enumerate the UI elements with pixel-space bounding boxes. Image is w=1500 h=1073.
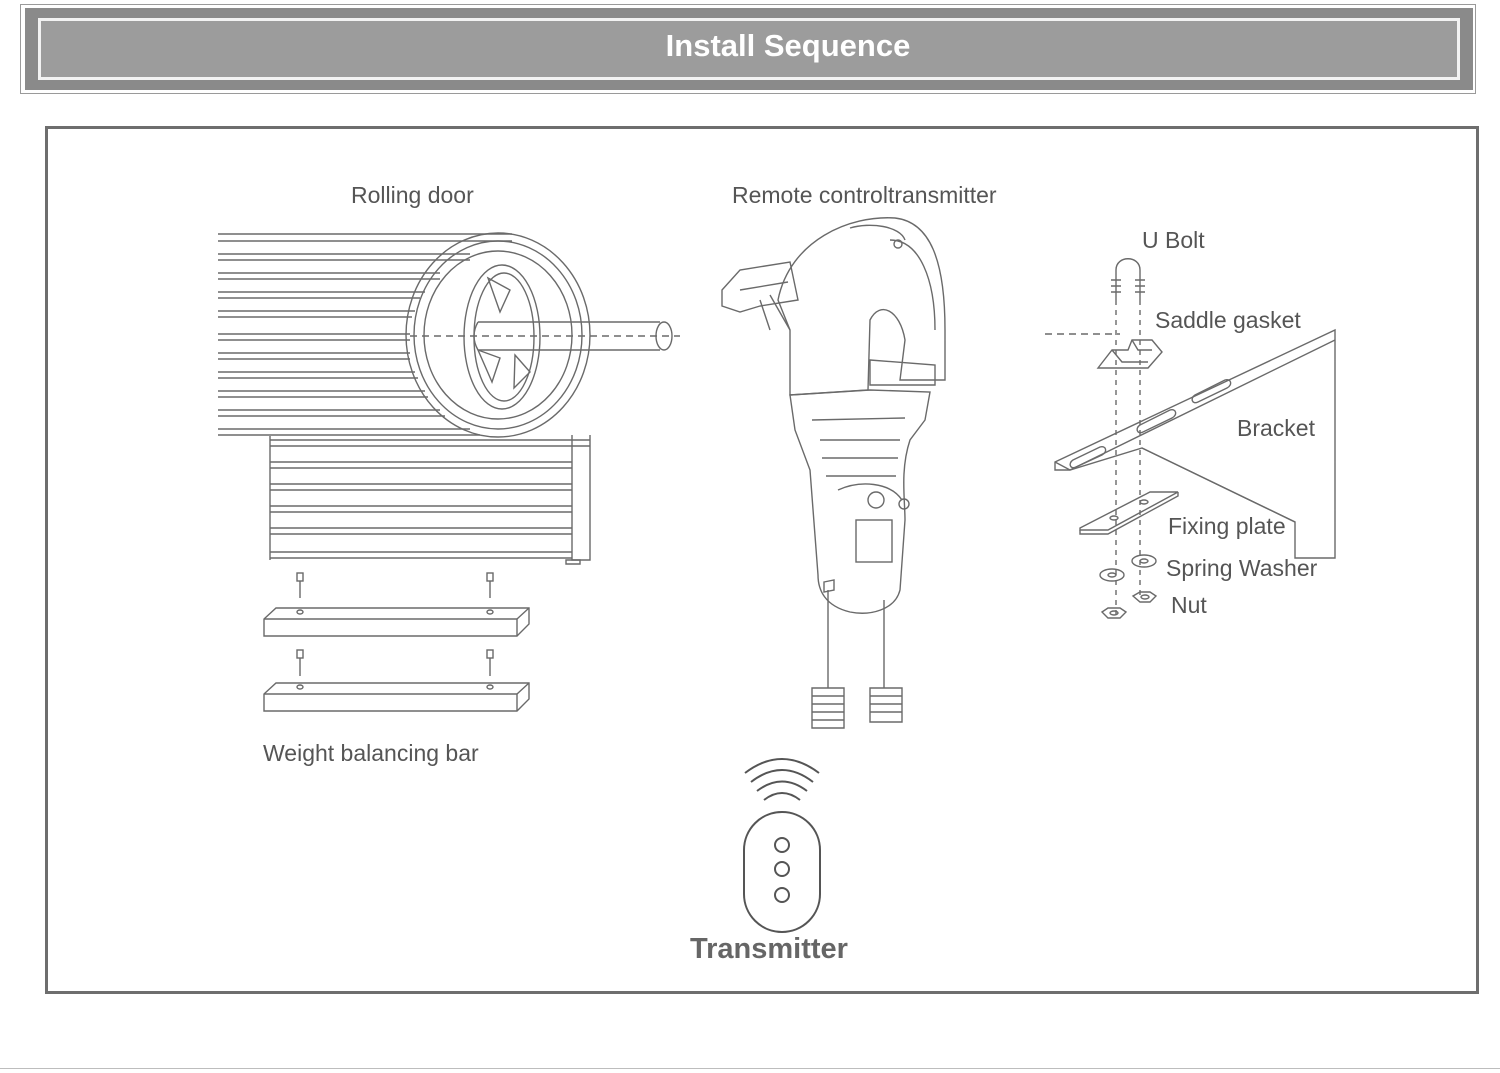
fixing-plate-label: Fixing plate	[1168, 513, 1286, 539]
page-title: Install Sequence	[665, 28, 911, 63]
bolt-lower-right	[486, 649, 494, 676]
page-bottom-divider	[0, 1068, 1500, 1069]
spring-washer-icon	[1099, 554, 1157, 582]
remote-transmitter-icon	[743, 811, 821, 933]
weight-balancing-bar-label: Weight balancing bar	[263, 740, 479, 766]
rolling-door-label: Rolling door	[351, 182, 474, 208]
pull-handle-right	[869, 687, 903, 723]
wireless-signal-icon	[744, 758, 820, 801]
weight-balancing-bars	[263, 572, 530, 712]
bracket-assembly-illustration	[1045, 258, 1336, 620]
bolt-upper-left	[296, 572, 304, 598]
door-shaft	[410, 321, 680, 351]
pull-handle-left	[811, 687, 845, 729]
bolt-upper-right	[486, 572, 494, 598]
saddle-gasket-icon	[1096, 339, 1163, 369]
transmitter-label: Transmitter	[690, 933, 848, 965]
door-slats-upper	[218, 233, 512, 436]
bolt-lower-left	[296, 649, 304, 676]
diagram-panel	[45, 126, 1479, 994]
door-curtain-lower	[269, 435, 591, 565]
fixing-plate-icon	[1079, 491, 1179, 535]
nut-label: Nut	[1171, 592, 1207, 618]
saddle-gasket-label: Saddle gasket	[1155, 307, 1301, 333]
bracket-icon	[1054, 328, 1336, 559]
spring-washer-label: Spring Washer	[1166, 555, 1318, 581]
transmitter-illustration	[743, 758, 821, 933]
remote-control-transmitter-label: Remote controltransmitter	[732, 182, 997, 208]
motor-unit-illustration	[721, 217, 946, 729]
u-bolt-label: U Bolt	[1142, 227, 1205, 253]
bar-upper	[263, 607, 530, 637]
header-inner	[38, 18, 1460, 80]
nut-icon	[1100, 591, 1158, 619]
u-bolt-icon	[1111, 258, 1145, 300]
rolling-door-illustration	[218, 232, 680, 565]
bracket-label: Bracket	[1237, 415, 1315, 441]
door-roll	[405, 232, 591, 438]
header-frame	[20, 4, 1476, 94]
bar-lower	[263, 682, 530, 712]
